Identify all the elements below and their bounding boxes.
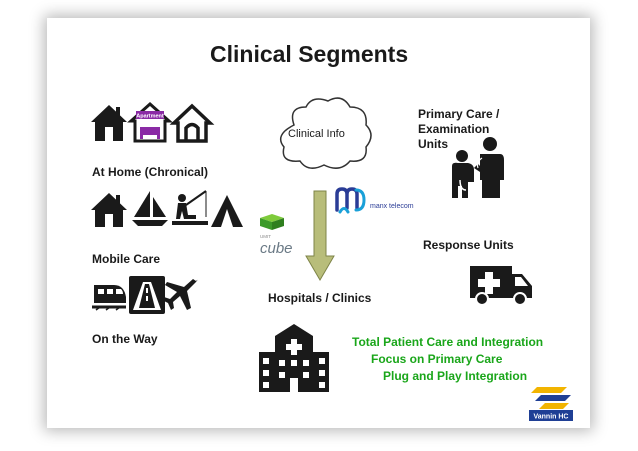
vannin-hc-logo: Vannin HC — [529, 387, 573, 421]
label-mobile-care: Mobile Care — [92, 252, 161, 266]
label-response-units: Response Units — [423, 238, 514, 252]
primary-care-line-2: Examination — [418, 122, 490, 136]
cloud-shape — [279, 97, 372, 169]
cube-logo-small-text: UMIT — [260, 234, 271, 239]
manx-telecom-text: manx telecom — [370, 203, 414, 210]
green-line-2: Focus on Primary Care — [371, 352, 503, 366]
cube-logo: UMIT cube — [260, 214, 293, 257]
hospital-icon — [259, 324, 329, 392]
tent-icon — [211, 195, 243, 227]
ambulance-icon — [470, 266, 532, 306]
home-outline-icon — [169, 103, 215, 143]
primary-care-line-1: Primary Care / — [418, 107, 500, 121]
manx-telecom-logo: manx telecom — [335, 187, 414, 214]
label-primary-care: Primary Care / Examination Units — [418, 107, 499, 152]
cube-logo-text: cube — [260, 240, 293, 257]
green-line-3: Plug and Play Integration — [383, 369, 528, 383]
train-icon — [92, 285, 126, 311]
sailboat-icon — [132, 191, 168, 226]
highway-icon — [129, 276, 165, 314]
apartment-sign-text: Apartment — [136, 114, 164, 120]
down-arrow — [305, 190, 335, 281]
label-on-the-way: On the Way — [92, 332, 158, 346]
doctor-patient-icon — [452, 137, 504, 198]
cloud-label: Clinical Info — [288, 128, 345, 140]
apartment-icon: Apartment — [127, 101, 173, 143]
house-icon — [91, 105, 127, 141]
house-icon-2 — [91, 193, 127, 227]
green-line-1: Total Patient Care and Integration — [352, 335, 544, 349]
fishing-person-icon — [172, 190, 208, 225]
primary-care-line-3: Units — [418, 137, 448, 151]
slide-title: Clinical Segments — [210, 41, 409, 67]
airplane-icon — [162, 279, 198, 310]
label-at-home: At Home (Chronical) — [92, 165, 209, 179]
vannin-hc-text: Vannin HC — [533, 414, 568, 421]
label-hospitals-clinics: Hospitals / Clinics — [268, 291, 372, 305]
